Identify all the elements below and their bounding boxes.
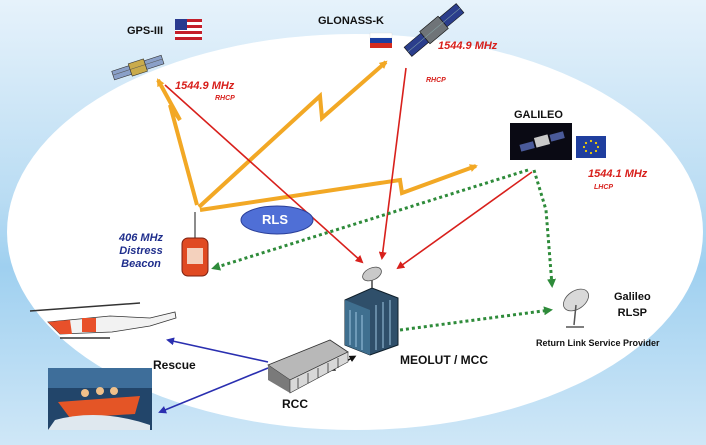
galileo-polarization-label: LHCP xyxy=(594,184,614,191)
rlsp-label-line2: RLSP xyxy=(617,307,648,319)
rcc-to-helicopter xyxy=(166,337,269,363)
rcc-to-boat xyxy=(158,367,269,414)
glonass-satellite-label: GLONASS-K xyxy=(318,15,384,27)
gps-frequency-label: 1544.9 MHz xyxy=(175,80,235,92)
downlink-gps xyxy=(164,84,364,264)
us-flag-icon xyxy=(175,19,202,40)
meolut-label: MEOLUT / MCC xyxy=(400,353,488,367)
gps-satellite-icon xyxy=(111,54,165,81)
beacon-label-line3: Beacon xyxy=(121,258,161,270)
galileo-satellite-label: GALILEO xyxy=(514,109,563,121)
distress-beacon-icon xyxy=(181,212,209,277)
uplink-to-galileo xyxy=(199,164,478,212)
rcc-building-icon xyxy=(267,339,349,394)
uplink-arrows xyxy=(156,60,478,212)
downlink-glonass xyxy=(378,67,407,260)
glonass-satellite-icon xyxy=(403,3,465,57)
eu-flag-icon xyxy=(576,136,606,158)
meolut-building-icon xyxy=(344,266,399,356)
rlsp-label: Galileo RLSP xyxy=(614,291,651,319)
beacon-label: 406 MHz Distress Beacon xyxy=(119,232,163,271)
galileo-frequency-label: 1544.1 MHz xyxy=(588,168,648,180)
rlsp-dish-icon xyxy=(563,288,589,328)
rescue-boat-icon xyxy=(48,368,152,430)
rescue-label: Rescue xyxy=(153,358,196,372)
beacon-label-line1: 406 MHz xyxy=(119,232,164,244)
meolut-to-rlsp xyxy=(399,306,553,332)
uplink-to-glonass xyxy=(197,60,388,209)
russia-flag-icon xyxy=(369,32,393,48)
galileo-satellite-icon xyxy=(510,123,572,160)
return-link-arrows xyxy=(211,168,557,332)
downlink-arrows xyxy=(164,67,533,270)
uplink-to-gps xyxy=(156,78,199,206)
rls-bubble xyxy=(240,205,314,235)
beacon-label-line2: Distress xyxy=(119,245,163,257)
downlink-galileo xyxy=(396,171,533,270)
glonass-frequency-label: 1544.9 MHz xyxy=(438,40,498,52)
gps-satellite-label: GPS-III xyxy=(127,25,164,37)
rlsp-caption: Return Link Service Provider xyxy=(536,338,660,348)
rls-label: RLS xyxy=(262,212,288,227)
glonass-polarization-label: RHCP xyxy=(426,77,446,84)
helicopter-icon xyxy=(29,302,177,339)
gps-polarization-label: RHCP xyxy=(215,95,235,102)
galileo-to-rlsp xyxy=(532,169,557,288)
rcc-label: RCC xyxy=(282,397,308,411)
rescue-arrows xyxy=(158,337,269,414)
galileo-to-beacon xyxy=(211,168,529,271)
rlsp-label-line1: Galileo xyxy=(614,291,651,303)
